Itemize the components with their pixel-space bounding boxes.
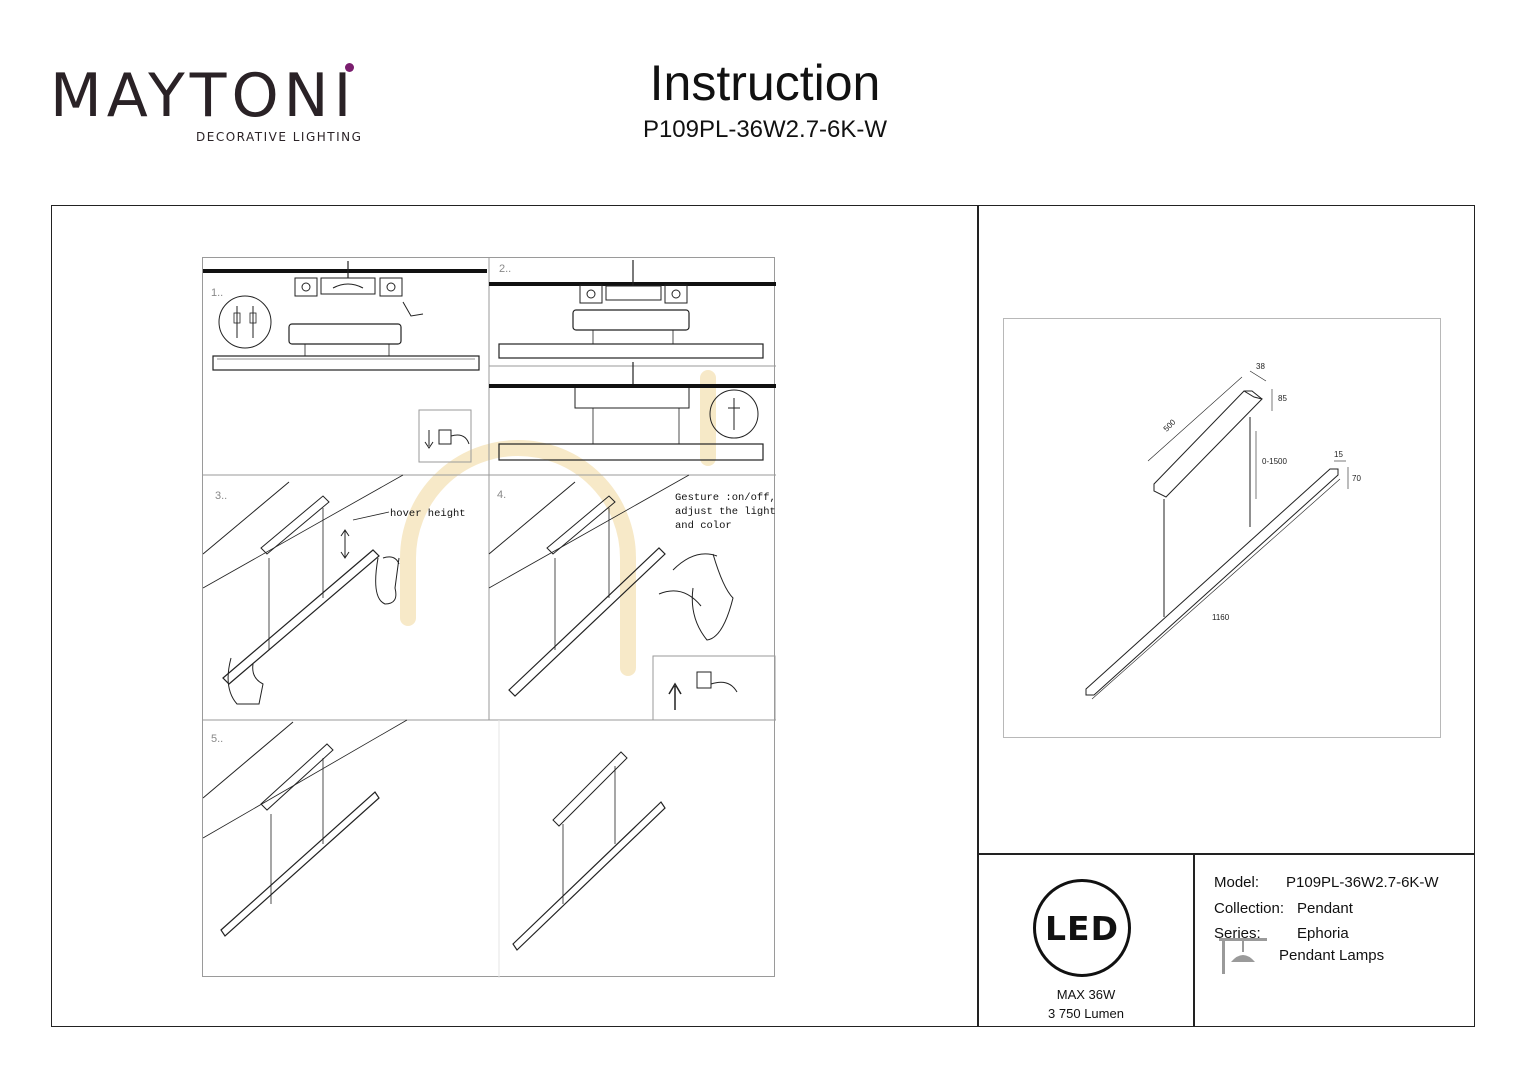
spec-model-label: Model: — [1214, 874, 1260, 891]
dim-lamp-length: 1160 — [1212, 613, 1230, 622]
dimension-drawing: 500 38 85 0-1500 15 70 1160 — [1003, 318, 1441, 738]
steps-illustration: 1.. 2.. — [202, 258, 861, 978]
led-badge: LED — [1033, 879, 1131, 977]
step-4 — [488, 474, 776, 721]
dim-canopy-length: 500 — [1162, 417, 1178, 433]
led-badge-text: LED — [1045, 908, 1119, 948]
led-power: MAX 36W — [1056, 987, 1116, 1002]
step-3-label: 3.. — [215, 490, 227, 502]
spec-collection-label: Collection: — [1214, 900, 1285, 917]
installation-steps: 1.. 2.. — [202, 257, 861, 978]
frame-divider-horizontal — [977, 853, 1474, 855]
step-2 — [489, 260, 776, 461]
led-lumen: 3 750 Lumen — [1048, 1006, 1124, 1021]
step-4-note-line2: adjust the light — [675, 506, 776, 518]
step-4-label: 4. — [497, 489, 506, 501]
pendant-dimension-drawing: 500 38 85 0-1500 15 70 1160 — [1085, 362, 1361, 700]
step-5 — [202, 719, 666, 951]
frame-divider-vertical — [977, 206, 979, 1026]
step-4-note-line1: Gesture :on/off, — [675, 492, 776, 504]
spec-category-value: Pendant Lamps — [1279, 947, 1385, 964]
dim-canopy-height: 85 — [1278, 394, 1287, 403]
model-code: P109PL-36W2.7-6K-W — [642, 116, 888, 143]
step-3-note: hover height — [390, 508, 466, 520]
step-3 — [202, 474, 404, 705]
dim-lamp-height: 70 — [1352, 474, 1361, 483]
step-2-label: 2.. — [499, 263, 511, 275]
step-4-note-line3: and color — [675, 520, 732, 532]
dim-canopy-width: 38 — [1256, 362, 1265, 371]
step-1-label: 1.. — [211, 287, 223, 299]
spec-collection-value: Pendant — [1297, 900, 1353, 917]
spec-series-label: Series: — [1214, 925, 1261, 942]
spec-series-value: Ephoria — [1297, 925, 1349, 942]
spec-model-value: P109PL-36W2.7-6K-W — [1286, 874, 1439, 891]
brand-tagline: DECORATIVE LIGHTING — [196, 130, 363, 144]
brand-logo-dot — [345, 63, 354, 72]
spec-divider — [1193, 853, 1195, 1026]
step-1 — [203, 261, 487, 463]
dim-cable-length: 0-1500 — [1262, 457, 1287, 466]
page-title: Instruction — [649, 55, 881, 111]
pendant-lamp-icon — [1219, 938, 1267, 974]
step-5-label: 5.. — [211, 733, 223, 745]
brand-logo: MAYTONI — [50, 61, 357, 131]
main-frame — [51, 205, 1475, 1027]
dim-lamp-width: 15 — [1334, 450, 1343, 459]
